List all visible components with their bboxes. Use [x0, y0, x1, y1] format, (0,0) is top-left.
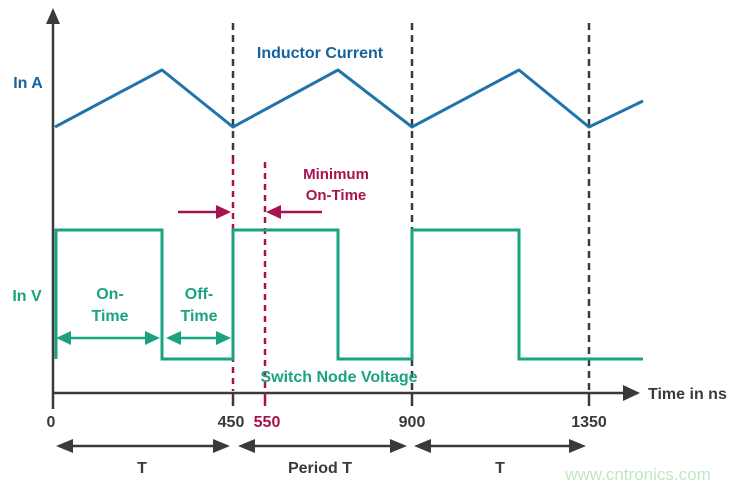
tick-label-550: 550 — [254, 414, 281, 431]
period-label-right: T — [495, 460, 505, 477]
switch-node-voltage-label: Switch Node Voltage — [260, 369, 417, 386]
x-axis-arrowhead-icon — [623, 385, 640, 401]
tick-label-450: 450 — [218, 414, 245, 431]
min-on-time-right-arrowhead-icon — [266, 205, 281, 219]
min-on-time-label-line1: Minimum — [303, 166, 369, 183]
y-axis — [46, 8, 60, 409]
off-time-label-line2: Time — [180, 308, 217, 325]
period-label-left: T — [137, 460, 147, 477]
on-time-label-line2: Time — [91, 308, 128, 325]
on-time-arrow — [56, 331, 160, 345]
on-time-arrowhead-left-icon — [56, 331, 71, 345]
off-time-arrow — [166, 331, 231, 345]
period-arrow-left-head-l-icon — [56, 439, 73, 453]
period-arrow-right — [414, 439, 586, 453]
tick-label-900: 900 — [399, 414, 426, 431]
y-axis-label-voltage: In V — [12, 288, 42, 305]
on-time-label-line1: On- — [96, 286, 124, 303]
period-arrow-middle-head-r-icon — [390, 439, 407, 453]
switch-node-voltage-trace — [54, 228, 643, 361]
tick-label-0: 0 — [47, 414, 56, 431]
inductor-current-label: Inductor Current — [257, 45, 384, 62]
min-on-time-right-pointer — [266, 205, 322, 219]
off-time-arrowhead-right-icon — [216, 331, 231, 345]
period-arrow-left — [56, 439, 230, 453]
watermark-text: www.cntronics.com — [564, 465, 710, 484]
period-arrow-left-head-r-icon — [213, 439, 230, 453]
tick-label-1350: 1350 — [571, 414, 607, 431]
on-time-arrowhead-right-icon — [145, 331, 160, 345]
period-arrow-middle — [238, 439, 407, 453]
x-axis — [53, 385, 640, 406]
period-arrow-right-head-l-icon — [414, 439, 431, 453]
min-on-time-left-pointer — [178, 205, 231, 219]
off-time-arrowhead-left-icon — [166, 331, 181, 345]
min-on-time-label-line2: On-Time — [306, 187, 367, 204]
y-axis-label-current: In A — [13, 75, 43, 92]
off-time-label-line1: Off- — [185, 286, 213, 303]
period-arrow-right-head-r-icon — [569, 439, 586, 453]
period-arrow-middle-head-l-icon — [238, 439, 255, 453]
x-axis-label: Time in ns — [648, 386, 727, 403]
inductor-current-trace — [54, 68, 644, 129]
min-on-time-left-arrowhead-icon — [216, 205, 231, 219]
y-axis-arrowhead-icon — [46, 8, 60, 24]
period-label-middle: Period T — [288, 460, 352, 477]
